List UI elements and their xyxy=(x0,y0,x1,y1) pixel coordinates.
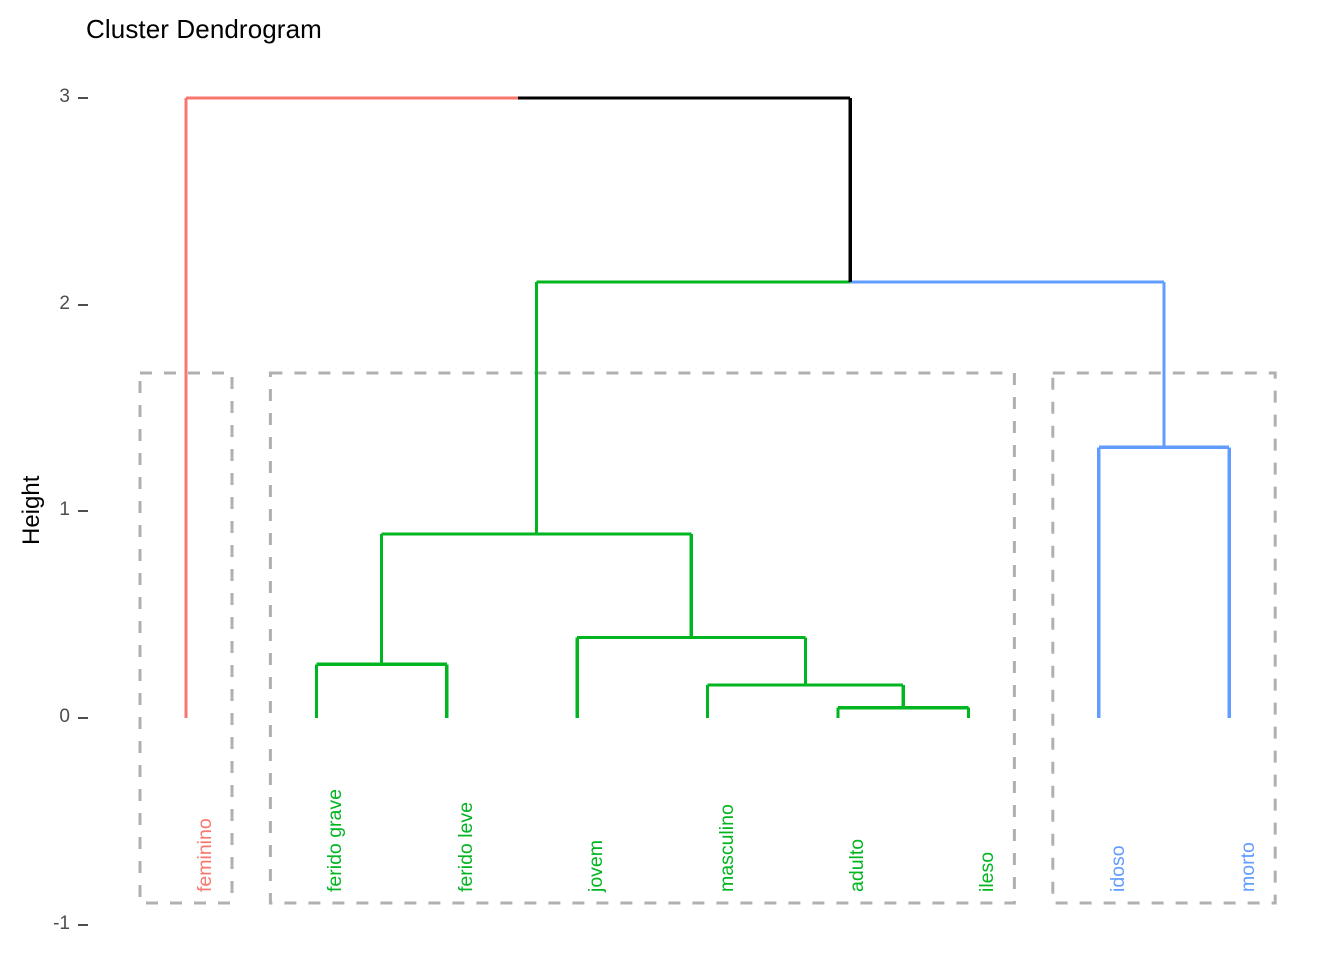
cluster-box xyxy=(138,371,234,905)
leaf-label: idoso xyxy=(1106,845,1129,892)
leaf-label: adulto xyxy=(846,838,868,892)
leaf-label: ferido leve xyxy=(454,802,477,892)
y-tick-mark xyxy=(78,510,88,513)
y-tick-label: -1 xyxy=(53,912,70,934)
y-tick-label: 1 xyxy=(59,499,70,521)
leaf-label: masculino xyxy=(715,804,738,892)
y-tick-mark xyxy=(78,96,88,99)
leaf-label: jovem xyxy=(585,839,608,892)
cluster-box xyxy=(268,371,1016,905)
leaf-label: morto xyxy=(1237,842,1260,892)
y-tick-mark xyxy=(78,923,88,926)
leaf-label: ferido grave xyxy=(324,789,347,892)
cluster-box xyxy=(1051,371,1277,905)
y-tick-mark xyxy=(78,717,88,719)
y-tick-label: 0 xyxy=(59,706,70,727)
y-tick-label: 3 xyxy=(59,85,70,107)
y-tick-label: 2 xyxy=(59,292,70,314)
leaf-label: ileso xyxy=(976,851,999,892)
leaf-label: feminino xyxy=(194,818,216,892)
y-tick-mark xyxy=(78,303,88,306)
page-title: Cluster Dendrogram xyxy=(86,14,322,44)
